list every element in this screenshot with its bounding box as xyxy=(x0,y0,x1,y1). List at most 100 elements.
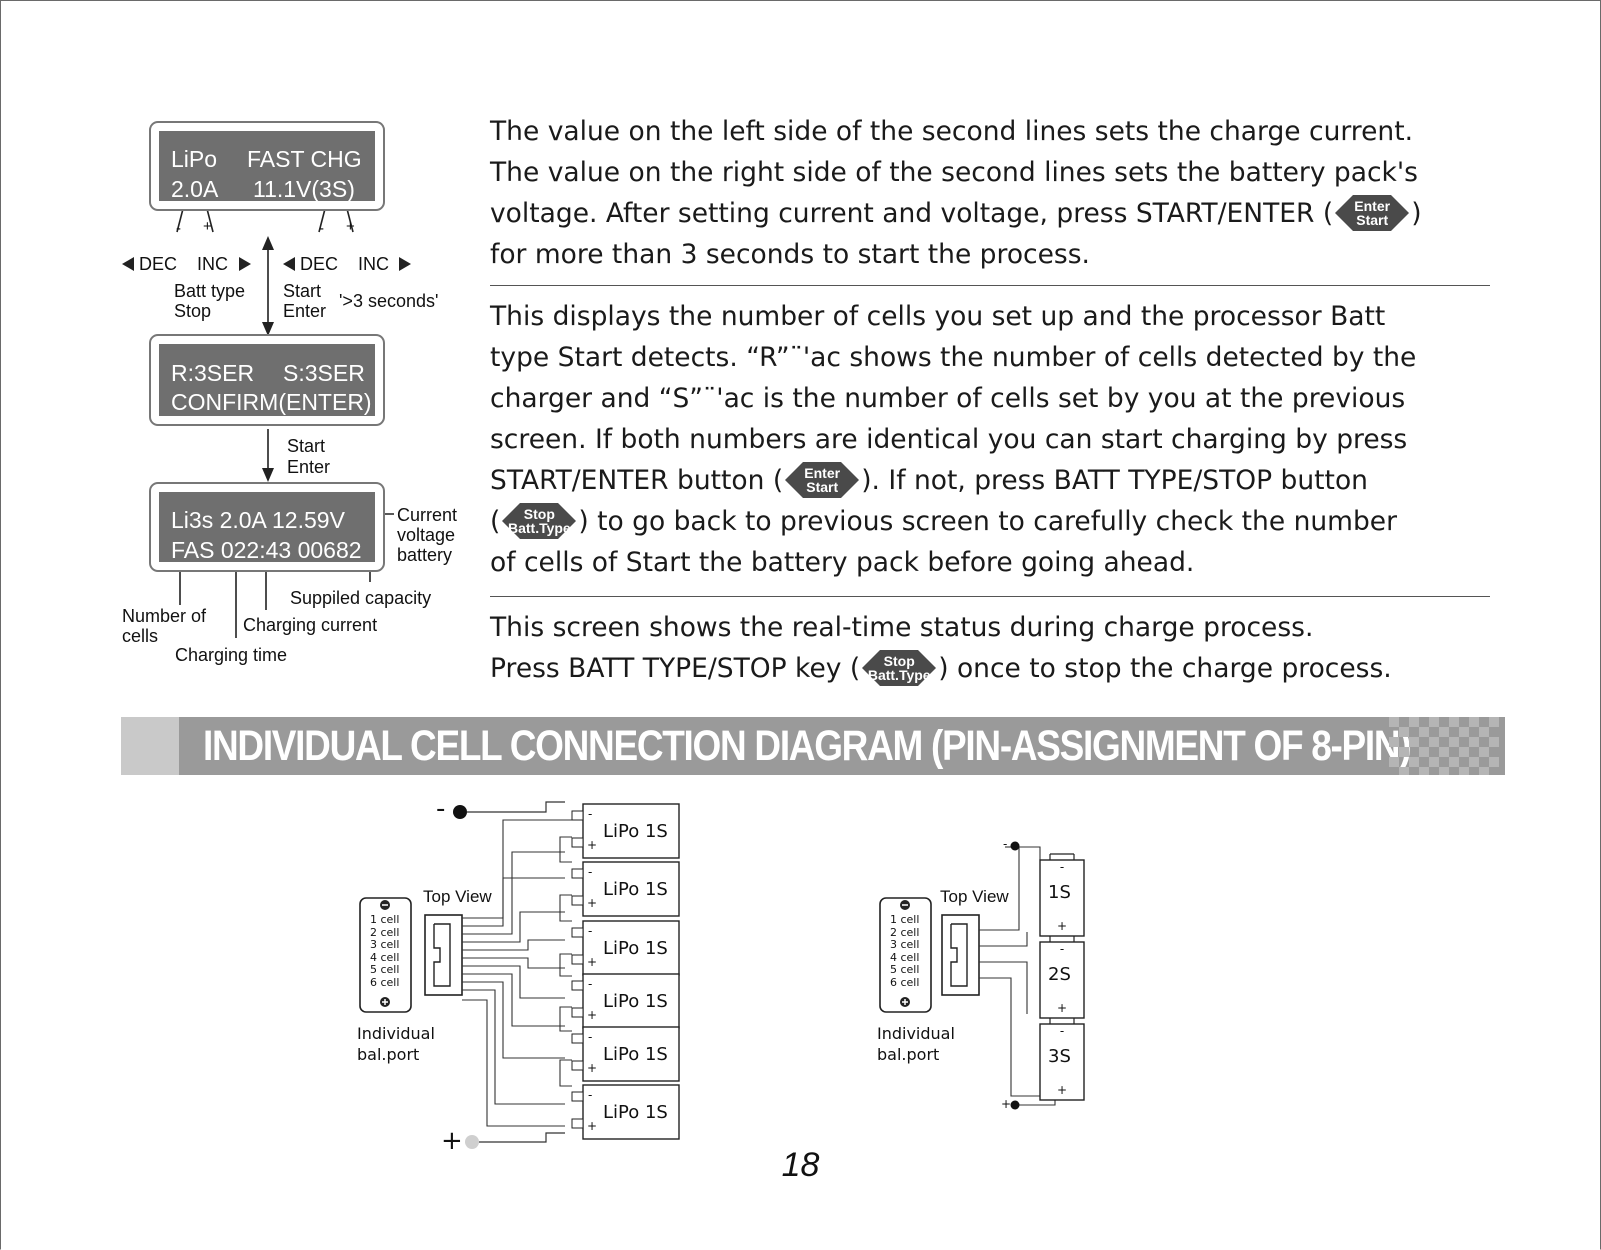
paragraph-status: This screen shows the real-time status d… xyxy=(490,607,1500,689)
lcd-screen-confirm: R:3SER S:3SER CONFIRM(ENTER) xyxy=(149,334,385,426)
page-number: 18 xyxy=(781,1146,820,1184)
cell-3s-label: 3S xyxy=(1048,1046,1071,1067)
lcd-screen-status: Li3s 2.0A 12.59V FAS 022:43 00682 xyxy=(149,482,385,572)
cell-2s-label: 2S xyxy=(1048,964,1071,985)
text-segment: Press BATT TYPE/STOP key ( xyxy=(490,653,861,684)
text-line: This screen shows the real-time status d… xyxy=(490,612,1314,643)
inc-label: INC xyxy=(358,254,389,274)
text-segment: START/ENTER button ( xyxy=(490,465,784,496)
plus-label: + xyxy=(203,218,212,235)
cell-label: 6 cell xyxy=(370,975,400,989)
cell-label: 3 cell xyxy=(370,938,400,951)
text-line: type Start detects. “R”¨'ac shows the nu… xyxy=(490,342,1417,373)
minus-label: - xyxy=(176,220,181,237)
text-line: voltage. After setting current and volta… xyxy=(490,193,1500,234)
dr-port-label: bal.port xyxy=(877,1045,940,1064)
text-line: charger and “S”¨'ac is the number of cel… xyxy=(490,383,1406,414)
text-line: The value on the right side of the secon… xyxy=(490,157,1418,188)
divider xyxy=(490,596,1490,597)
cell-label: 5 cell xyxy=(890,963,920,976)
seconds-label: '>3 seconds' xyxy=(339,291,439,311)
dec-label: DEC xyxy=(300,254,339,274)
lcd-text: 11.1V(3S) xyxy=(253,176,355,202)
cell-label: 3 cell xyxy=(890,938,920,951)
banner-title: INDIVIDUAL CELL CONNECTION DIAGRAM (PIN-… xyxy=(203,722,1412,770)
paragraph-setup: The value on the left side of the second… xyxy=(490,111,1500,275)
cell-label: 5 cell xyxy=(370,963,400,976)
divider xyxy=(490,285,1490,286)
paragraph-confirm: This displays the number of cells you se… xyxy=(490,296,1500,583)
text-line: This displays the number of cells you se… xyxy=(490,301,1386,332)
lcd-text: 2.0A xyxy=(171,176,219,202)
key-bottom-text: Start xyxy=(1356,211,1389,228)
lcd-text: R:3SER xyxy=(171,360,255,386)
supplied-capacity-label: Suppiled capacity xyxy=(290,588,432,608)
current-label: Current xyxy=(397,505,458,525)
key-top-text: Enter xyxy=(804,464,841,481)
enter-label: Enter xyxy=(283,301,327,321)
cell-label: 4 cell xyxy=(370,950,400,964)
enter-label: Enter xyxy=(287,457,331,477)
lcd-screen-setup: LiPo FAST CHG 2.0A 11.1V(3S) xyxy=(149,121,385,211)
charging-time-label: Charging time xyxy=(175,645,288,665)
lipo-pack-label: LiPo 1S xyxy=(603,1044,668,1065)
dl-top-view-label: Top View xyxy=(423,887,492,906)
start-label: Start xyxy=(283,281,322,301)
dl-port-cells: 1 cell 2 cell 3 cell 4 cell 5 cell 6 cel… xyxy=(370,913,400,989)
banner-stub xyxy=(121,717,179,775)
key-top-text: Stop xyxy=(883,652,915,669)
dl-port-label: bal.port xyxy=(357,1045,420,1064)
lcd-text: Li3s 2.0A 12.59V xyxy=(171,507,345,533)
text-segment: ( xyxy=(490,506,501,537)
checker-pattern xyxy=(1389,717,1499,775)
cells-label: cells xyxy=(122,626,159,646)
text-segment: ) xyxy=(1411,198,1422,229)
text-segment: ) once to stop the charge process. xyxy=(938,653,1392,684)
text-segment: ) to go back to previous screen to caref… xyxy=(578,506,1398,537)
key-top-text: Stop xyxy=(523,505,555,522)
text-line: screen. If both numbers are identical yo… xyxy=(490,424,1408,455)
lcd-text: S:3SER xyxy=(283,360,365,386)
lipo-pack-label: LiPo 1S xyxy=(603,821,668,842)
key-bottom-text: Batt.Type xyxy=(867,666,931,683)
text-line: for more than 3 seconds to start the pro… xyxy=(490,239,1090,270)
cell-label: 1 cell xyxy=(370,913,400,926)
banner-bar xyxy=(179,717,1505,775)
charging-current-label: Charging current xyxy=(243,615,378,635)
dr-port-cells: 1 cell 2 cell 3 cell 4 cell 5 cell 6 cel… xyxy=(890,913,920,989)
number-of-cells-label: Number of xyxy=(122,606,207,626)
inc-label: INC xyxy=(197,254,228,274)
cell-label: 4 cell xyxy=(890,950,920,964)
lcd-text: FAST CHG xyxy=(247,146,362,172)
cell-label: 2 cell xyxy=(370,925,400,939)
lipo-pack-label: LiPo 1S xyxy=(603,879,668,900)
dl-minus-label: - xyxy=(436,794,446,824)
section-banner: INDIVIDUAL CELL CONNECTION DIAGRAM (PIN-… xyxy=(121,717,1505,775)
lipo-pack-label: LiPo 1S xyxy=(603,938,668,959)
cell-label: 6 cell xyxy=(890,975,920,989)
minus-label: - xyxy=(319,220,324,237)
cell-label: 2 cell xyxy=(890,925,920,939)
dr-plus-label: + xyxy=(1001,1097,1012,1111)
dr-minus-label: - xyxy=(1003,837,1008,851)
key-bottom-text: Start xyxy=(806,478,839,495)
start-label: Start xyxy=(287,436,326,456)
text-line: of cells of Start the battery pack befor… xyxy=(490,547,1195,578)
plus-label: + xyxy=(346,218,355,235)
stop-label: Stop xyxy=(174,301,212,321)
cell-label: 1 cell xyxy=(890,913,920,926)
text-segment: ). If not, press BATT TYPE/STOP button xyxy=(861,465,1368,496)
dr-top-view-label: Top View xyxy=(940,887,1009,906)
key-top-text: Enter xyxy=(1354,197,1391,214)
key-bottom-text: Batt.Type xyxy=(507,519,571,536)
lcd-text: CONFIRM(ENTER) xyxy=(171,389,372,415)
lcd-text: LiPo xyxy=(171,146,218,172)
cell-1s-label: 1S xyxy=(1048,882,1071,903)
